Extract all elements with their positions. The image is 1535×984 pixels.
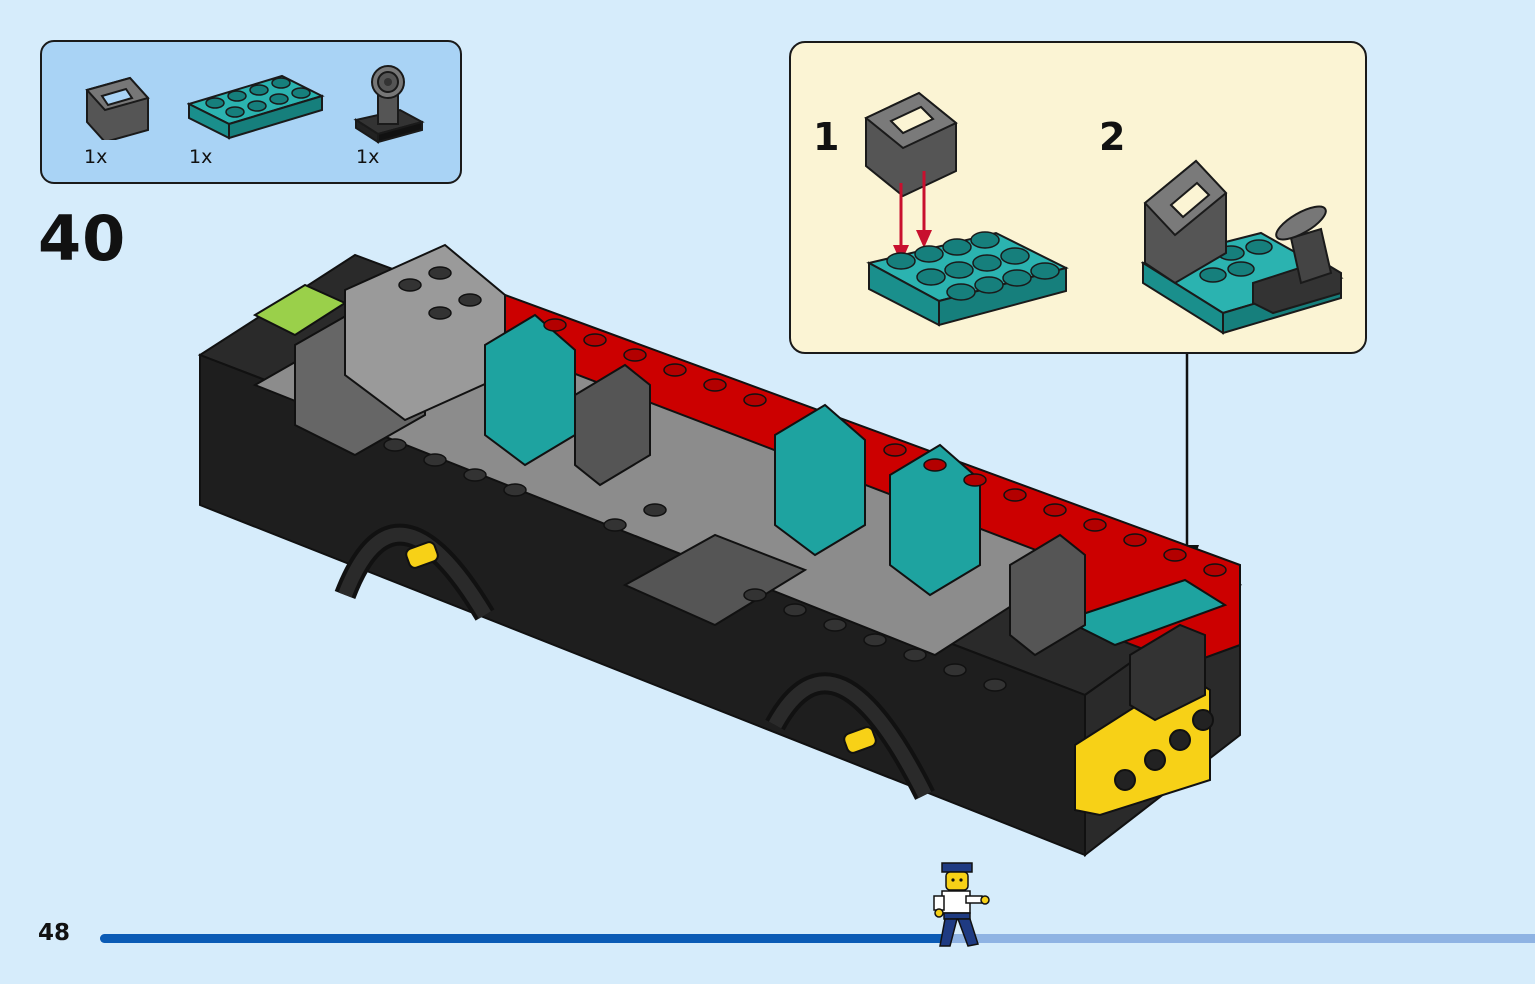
teal-plate-part-icon (187, 66, 327, 141)
substep-1-number: 1 (813, 115, 840, 159)
minifigure-progress-icon (933, 862, 990, 947)
substep-1-illustration (864, 91, 1069, 327)
part-qty: 1x (356, 146, 380, 168)
page-number: 48 (38, 920, 71, 946)
subassembly-callout: 1 2 (789, 41, 1367, 354)
seat-part-icon (82, 60, 152, 140)
substep-2-illustration (1141, 159, 1344, 335)
part-qty: 1x (84, 146, 108, 168)
step-number: 40 (38, 202, 127, 275)
progress-bar-fill (100, 934, 947, 943)
progress-bar (100, 934, 1535, 943)
parts-list-box: 1x 1x 1x (40, 40, 462, 184)
substep-2-number: 2 (1099, 115, 1126, 159)
bus-model-illustration (197, 243, 1243, 858)
part-qty: 1x (189, 146, 213, 168)
steering-wheel-part-icon (352, 62, 427, 147)
